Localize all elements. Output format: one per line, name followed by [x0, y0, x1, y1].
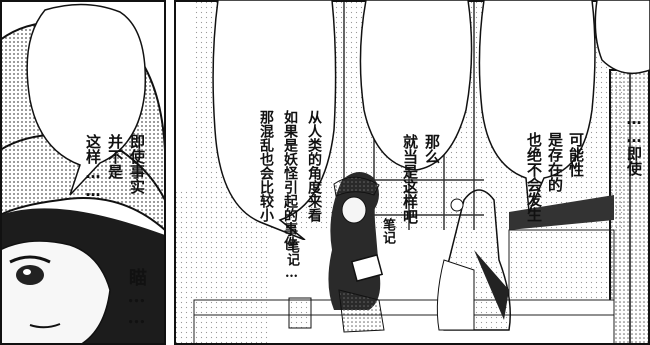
left-speech-line-1: 即使事实 [128, 134, 146, 194]
bubble-possible-line-3: 也绝不会发生 [525, 132, 543, 222]
bubble-human-line-3: 那混乱也会比较小 [258, 110, 274, 222]
note-sound-effect-1: 笔记 [380, 218, 395, 244]
bubble-human-text: 从人类的角度来看 如果是妖怪引起的事件 那混乱也会比较小 [230, 14, 350, 250]
left-speech-line-3: 这样…… [84, 134, 102, 200]
bubble-then-line-2: 就当是这样吧 [401, 134, 419, 224]
bubble-far-right-line-1: ……即使 [625, 110, 643, 176]
left-panel: 即使事实 并不是 这样…… 瞄…… [0, 0, 166, 345]
bubble-possible-line-2: 是存在的 [546, 132, 564, 192]
bubble-then-text: 那么 就当是这样吧 [377, 26, 465, 224]
bubble-far-right-text: ……即使 [604, 2, 650, 176]
bubble-human-line-1: 从人类的角度来看 [306, 110, 322, 222]
panel-gutter [166, 0, 174, 345]
stare-sound-effect: 瞄…… [126, 268, 147, 328]
bubble-far-right-shape [594, 0, 650, 75]
right-panel: ……即使 可能性 是存在的 也绝不会发生 那么 就当是这样吧 从人类的角度来看 … [174, 0, 650, 345]
bubble-human-line-2: 如果是妖怪引起的事件 [282, 110, 298, 250]
left-speech-text: 即使事实 并不是 这样…… [60, 26, 166, 200]
bubble-possible-shape [478, 0, 596, 213]
bubble-then-shape [359, 0, 473, 171]
left-speech-line-2: 并不是 [106, 134, 124, 179]
note-sound-effect-2: 笔记… [284, 240, 299, 281]
bubble-possible-line-1: 可能性 [567, 132, 585, 177]
bubble-possible-text: 可能性 是存在的 也绝不会发生 [502, 24, 607, 222]
left-speech-bubble [26, 3, 147, 196]
bubble-then-line-1: 那么 [423, 134, 441, 164]
bubble-human-shape [212, 0, 337, 240]
